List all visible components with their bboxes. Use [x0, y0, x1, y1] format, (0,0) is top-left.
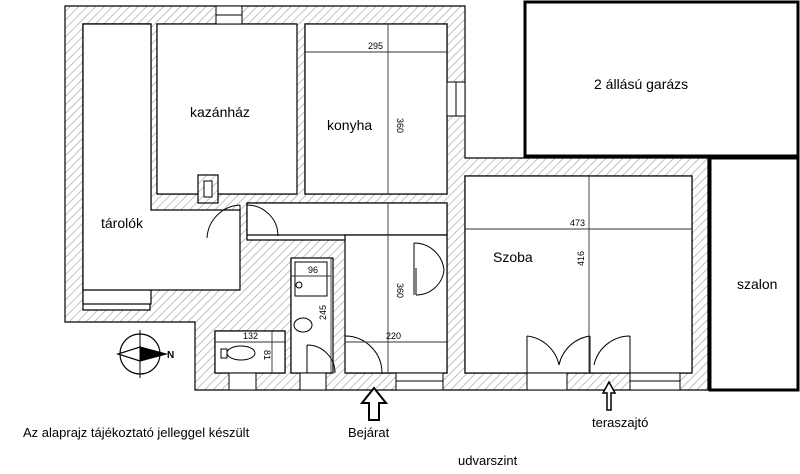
dim-label-szoba-height: 416: [576, 251, 586, 266]
north-label: N: [167, 350, 174, 361]
disclaimer-note: Az alaprajz tájékoztató jelleggel készül…: [23, 425, 250, 440]
terrace-arrow-icon: [601, 380, 617, 411]
room-outlines: [82, 23, 693, 374]
fixtures: [220, 261, 328, 361]
doors: [206, 204, 631, 374]
dim-label-hall-width: 220: [386, 331, 401, 341]
room-label-garazs: 2 állású garázs: [594, 76, 688, 92]
entrance-arrow-icon: [359, 386, 389, 421]
dim-label-wc-width: 132: [243, 331, 258, 341]
room-label-tarolok: tárolók: [101, 215, 144, 231]
dim-label-wc-height: 81: [262, 350, 272, 360]
room-label-kazanhaz: kazánház: [190, 104, 250, 120]
dim-label-bath-height: 245: [318, 305, 328, 320]
entrance-label: Bejárat: [348, 425, 390, 440]
terrace-door-label: teraszajtó: [592, 415, 648, 430]
dimension-lines: [215, 24, 692, 373]
dim-label-konyha-width: 295: [368, 41, 383, 51]
room-label-konyha: konyha: [327, 117, 372, 133]
level-label: udvarszint: [458, 453, 518, 468]
adjacent-spaces: [523, 0, 800, 392]
dim-label-szoba-width: 473: [570, 218, 585, 228]
dim-label-bath-width: 96: [308, 265, 318, 275]
windows: [215, 5, 681, 391]
dim-label-konyha-height: 360: [395, 118, 405, 133]
north-arrow-icon: [116, 330, 169, 378]
room-label-szalon: szalon: [737, 276, 777, 292]
room-label-szoba: Szoba: [493, 249, 533, 265]
chimney: [197, 174, 219, 204]
dim-label-hall-height: 360: [395, 283, 405, 298]
